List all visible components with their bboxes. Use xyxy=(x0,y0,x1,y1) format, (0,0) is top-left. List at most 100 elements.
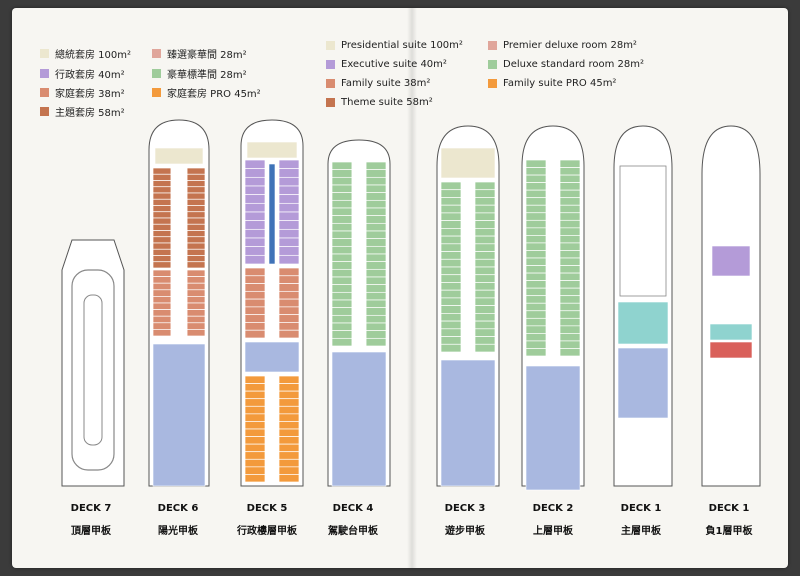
deck2-cabin xyxy=(525,317,547,327)
deck2-cabin xyxy=(559,265,581,274)
deck5-cabin xyxy=(278,458,300,468)
deck6-cabin xyxy=(152,248,172,256)
deck4-cabin xyxy=(365,184,387,194)
deck4-cabin xyxy=(331,314,353,324)
deck6-cabin xyxy=(186,309,206,317)
deck-name: DECK 1 xyxy=(708,503,750,514)
deck6-cabin xyxy=(186,180,206,188)
deck5-cabin xyxy=(278,220,300,230)
deck1-main-public-area xyxy=(617,347,669,419)
deck6-cabin xyxy=(152,167,172,175)
deck5-cabin xyxy=(244,246,266,256)
deck3-cabin xyxy=(474,258,496,268)
deck2-cabin xyxy=(525,340,547,349)
legend-swatch xyxy=(326,79,335,88)
deck6-cabin xyxy=(152,309,172,317)
deck4-cabin xyxy=(331,199,353,209)
deck2-cabin xyxy=(525,302,547,312)
deck5-cabin xyxy=(278,413,300,422)
legend-label: Family suite PRO 45m² xyxy=(503,78,617,89)
deck6-cabin xyxy=(152,276,172,284)
deck5-cabin xyxy=(244,398,266,407)
deck5-cabin xyxy=(278,290,300,300)
legend-en-item: Family suite 38m² xyxy=(326,78,430,89)
legend-swatch xyxy=(326,98,335,107)
deck5-cabin xyxy=(278,228,300,239)
deck2-cabin xyxy=(559,310,581,319)
deck3-cabin xyxy=(474,336,496,345)
deck5-cabin xyxy=(244,194,266,204)
deck4-cabin xyxy=(331,307,353,316)
deck-name-zh: 頂層甲板 xyxy=(71,526,111,537)
deck5-cabin xyxy=(244,314,266,323)
deck2-cabin xyxy=(525,265,547,274)
deck5-cabin xyxy=(244,421,266,430)
deck6-cabin xyxy=(152,180,172,188)
deck6-cabin xyxy=(186,192,206,200)
deck6-cabin xyxy=(152,217,172,225)
legend-zh-item: 家庭套房 38m² xyxy=(40,85,125,100)
deck5-cabin xyxy=(244,466,266,475)
deck3-cabin xyxy=(474,289,496,299)
deck2-cabin xyxy=(559,257,581,266)
deck5-cabin xyxy=(278,254,300,265)
deck6-cabin xyxy=(152,230,172,238)
deck4-public-area xyxy=(331,351,387,487)
deck6-cabin xyxy=(186,186,206,194)
deck5-cabin xyxy=(244,185,266,196)
legend-zh-item: 總統套房 100m² xyxy=(40,46,131,61)
deck3-cabin xyxy=(440,305,462,314)
deck3-cabin xyxy=(440,282,462,291)
deck3-cabin xyxy=(440,243,462,252)
deck2-cabin xyxy=(525,310,547,319)
deck2-cabin xyxy=(559,212,581,221)
legend-label: 行政套房 40m² xyxy=(55,70,125,81)
deck2-cabin xyxy=(559,287,581,297)
deck6-cabin xyxy=(186,329,206,337)
deck3-cabin xyxy=(474,313,496,322)
deck2-cabin xyxy=(525,280,547,289)
deck7-hull xyxy=(61,239,125,487)
deck2-cabin xyxy=(559,174,581,183)
deck3-cabin xyxy=(474,235,496,245)
deck6-cabin xyxy=(186,269,206,277)
legend-en-item: Deluxe standard room 28m² xyxy=(488,59,644,70)
deck4-cabin xyxy=(365,238,387,247)
deck4-cabin xyxy=(365,307,387,316)
deck4-cabin xyxy=(365,261,387,270)
deck-name-zh: 遊步甲板 xyxy=(445,526,485,537)
deck-name: DECK 7 xyxy=(70,503,112,514)
deck2-cabin xyxy=(559,182,581,191)
deck6-cabin xyxy=(186,242,206,250)
deck2-cabin xyxy=(559,242,581,251)
deck5-cabin xyxy=(244,220,266,230)
legend-swatch xyxy=(152,88,161,97)
deck2-cabin xyxy=(559,250,581,259)
deck5-cabin xyxy=(244,413,266,422)
deck4-cabin xyxy=(331,253,353,263)
deck6-cabin xyxy=(186,248,206,256)
deck5-cabin xyxy=(244,159,266,170)
deck6-cabin xyxy=(152,302,172,310)
deck6-cabin xyxy=(152,186,172,194)
deck1-main-crew-area xyxy=(619,165,667,297)
deck5-cabin xyxy=(278,375,300,384)
deck6-cabin xyxy=(152,173,172,181)
deck7-track-inner xyxy=(83,294,103,446)
deck3-cabin xyxy=(440,336,462,345)
deck5-cabin xyxy=(278,159,300,170)
deck4-cabin xyxy=(365,276,387,286)
deck5-cabin xyxy=(244,322,266,331)
deck4-cabin xyxy=(365,207,387,217)
deck-name: DECK 4 xyxy=(332,503,374,514)
deck5-cabin xyxy=(278,306,300,316)
deck5-cabin xyxy=(278,405,300,415)
deck5-cabin xyxy=(244,202,266,213)
deck2-cabin xyxy=(525,287,547,297)
legend-swatch xyxy=(152,49,161,58)
deck2-public-area xyxy=(525,365,581,491)
deck6-cabin xyxy=(152,236,172,244)
deck3-cabin xyxy=(474,343,496,353)
deck5-cabin xyxy=(278,383,300,392)
